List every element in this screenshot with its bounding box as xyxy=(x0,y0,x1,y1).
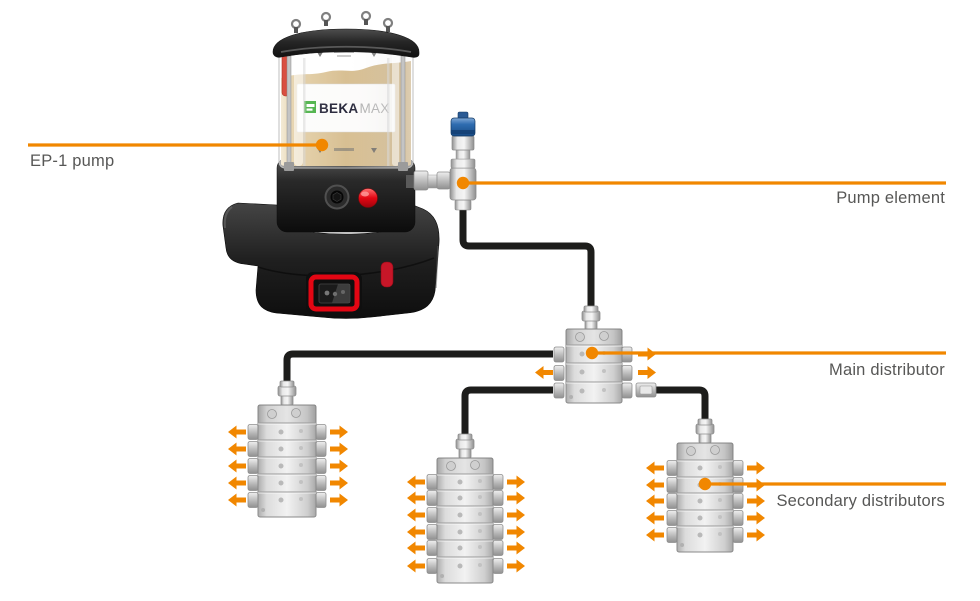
tube-main-to-right-secondary xyxy=(651,386,709,421)
inlet-fitting xyxy=(455,433,475,459)
inlet-fitting xyxy=(581,305,601,331)
inlet-fitting xyxy=(695,418,715,444)
pump-lid xyxy=(272,10,420,58)
red-side-latch xyxy=(380,261,394,288)
secondary-distributor-middle xyxy=(407,433,525,584)
red-cap xyxy=(358,188,378,208)
label-main-distributor: Main distributor xyxy=(829,361,945,379)
inlet-fitting xyxy=(277,380,297,406)
reservoir: BEKAMAX xyxy=(278,45,414,171)
callout-dot-secondary-distributors xyxy=(698,477,712,491)
element-blue-cap xyxy=(450,111,476,137)
flow-arrow-right-icon xyxy=(638,366,656,379)
label-secondary-distributors: Secondary distributors xyxy=(776,492,945,510)
flow-arrow-left-icon xyxy=(535,366,553,379)
callout-dot-ep1-pump xyxy=(315,138,329,152)
label-ep1-pump: EP-1 pump xyxy=(30,152,115,170)
lid-eyelets xyxy=(290,10,394,30)
pump-head xyxy=(276,157,416,233)
tube-pump-to-main-distributor xyxy=(459,206,595,310)
grease-tubes xyxy=(283,206,709,436)
label-pump-element: Pump element xyxy=(836,189,945,207)
tube-main-to-middle-secondary xyxy=(461,386,553,436)
pump-element xyxy=(449,111,477,211)
ep1-pump-assembly: BEKAMAX xyxy=(222,10,451,319)
callout-dot-pump-element xyxy=(456,176,470,190)
secondary-distributor-left xyxy=(228,380,348,518)
tube-main-to-left-secondary xyxy=(283,350,553,383)
callout-dot-main-distributor xyxy=(585,346,599,360)
callouts xyxy=(28,138,946,491)
electrical-connector xyxy=(306,272,362,314)
